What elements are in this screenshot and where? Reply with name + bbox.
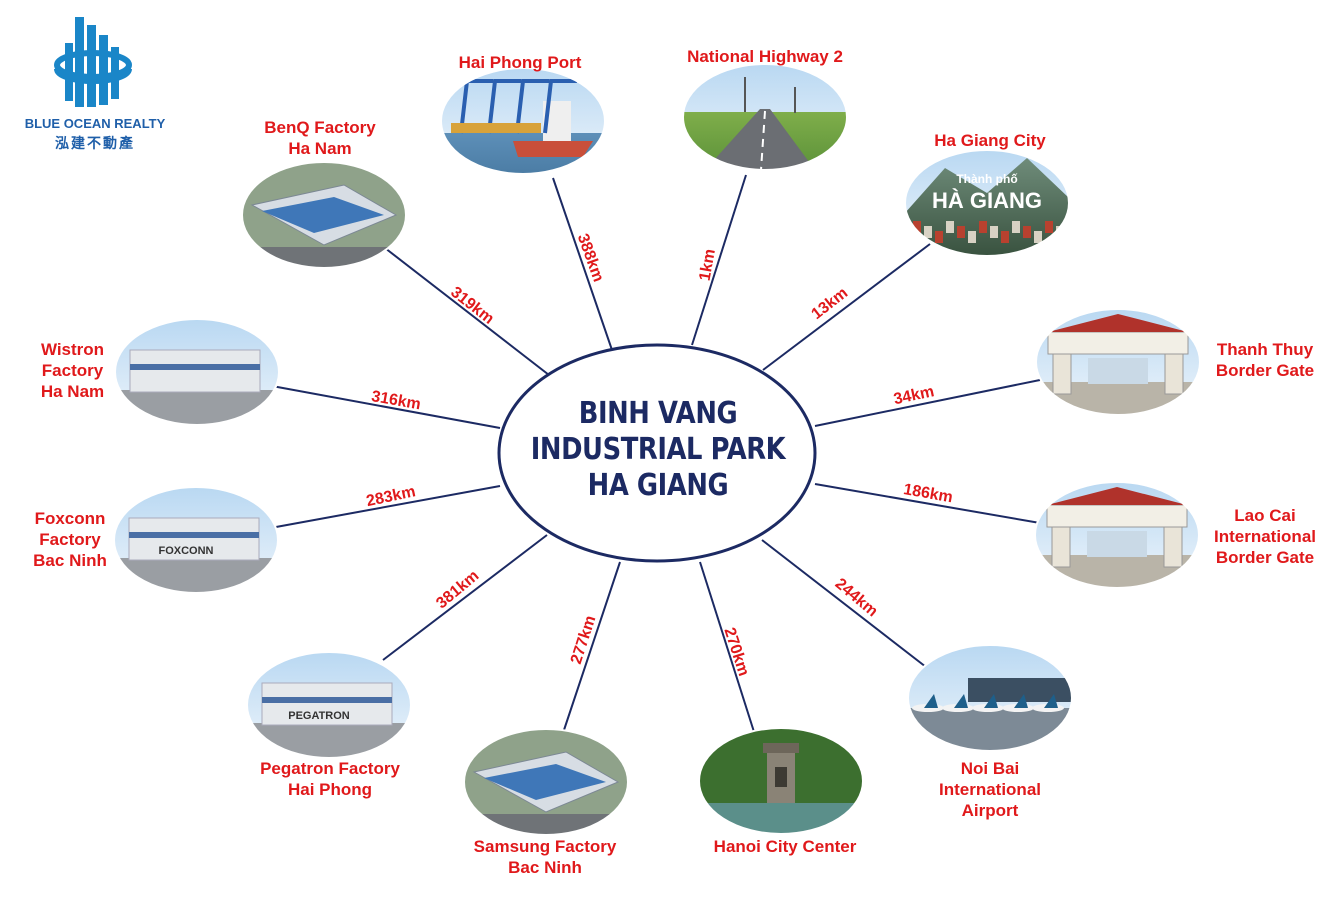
city-photo-ha-giang-city: Thành phố HÀ GIANG [904, 149, 1070, 257]
center-ellipse [497, 343, 817, 563]
photo-caption: FOXCONN [159, 545, 214, 557]
building-globe-icon [54, 17, 132, 107]
connector-noi-bai-airport [761, 539, 927, 668]
photo-caption-small: Thành phố [956, 172, 1017, 186]
center-title: BINH VANG INDUSTRIAL PARK HA GIANG [522, 396, 794, 504]
distance-label-hanoi-city-center: 270km [720, 626, 752, 679]
distance-label-ha-giang-city: 13km [808, 284, 851, 323]
connector-lao-cai-border-gate [814, 483, 1041, 524]
distance-label-thanh-thuy-border-gate: 34km [892, 383, 936, 408]
connector-lines [271, 174, 1041, 736]
connector-benq-factory [384, 247, 550, 376]
logo-subtitle: 泓建不動產 [55, 136, 135, 152]
factory-photo-foxconn-factory: FOXCONN [113, 486, 279, 594]
logo-name: BLUE OCEAN REALTY [24, 116, 166, 131]
connector-pegatron-factory [382, 534, 548, 661]
border-gate-photo-thanh-thuy-border-gate [1035, 308, 1201, 416]
node-label-national-highway-2: National Highway 2 [687, 47, 843, 66]
connector-thanh-thuy-border-gate [814, 379, 1041, 427]
factory-photo-pegatron-factory: PEGATRON [246, 651, 412, 759]
container-port-photo-hai-phong-port [440, 67, 606, 175]
distance-label-benq-factory: 319km [447, 284, 497, 328]
photo-caption-big: HÀ GIANG [932, 188, 1042, 213]
connector-foxconn-factory [275, 485, 501, 528]
node-label-hanoi-city-center: Hanoi City Center [713, 837, 857, 856]
center-title-line-2: INDUSTRIAL PARK [530, 432, 786, 467]
center-title-line-3: HA GIANG [587, 468, 729, 503]
node-label-lao-cai-border-gate: Lao Cai International Border Gate [1213, 506, 1316, 567]
node-label-wistron-factory: Wistron Factory Ha Nam [40, 340, 105, 401]
highway-photo-national-highway-2 [682, 63, 848, 171]
node-label-noi-bai-airport: Noi Bai International Airport [938, 759, 1041, 820]
border-gate-photo-lao-cai-border-gate [1034, 481, 1200, 589]
connector-wistron-factory [271, 385, 501, 429]
node-label-samsung-factory: Samsung Factory Bac Ninh [473, 837, 617, 877]
location-photos: Thành phố HÀ GIANG PEGATRON FOXCONN [113, 63, 1201, 836]
photo-caption: PEGATRON [288, 710, 350, 722]
connector-national-highway-2 [691, 174, 747, 346]
connector-hanoi-city-center [699, 561, 756, 736]
connector-hai-phong-port [552, 177, 613, 351]
connector-ha-giang-city [762, 243, 931, 371]
node-label-hai-phong-port: Hai Phong Port [458, 53, 582, 72]
airport-photo-noi-bai-airport [907, 644, 1073, 752]
node-label-benq-factory: BenQ Factory Ha Nam [264, 118, 376, 158]
node-label-thanh-thuy-border-gate: Thanh Thuy Border Gate [1215, 340, 1315, 380]
node-label-foxconn-factory: Foxconn Factory Bac Ninh [33, 509, 107, 570]
tower-lake-photo-hanoi-city-center [698, 727, 864, 835]
center-title-line-1: BINH VANG [578, 396, 738, 431]
factory-aerial-photo-benq-factory [241, 161, 407, 269]
factory-aerial-photo-samsung-factory [463, 728, 629, 836]
distance-label-national-highway-2: 1km [697, 248, 719, 282]
factory-photo-wistron-factory [114, 318, 280, 426]
node-label-ha-giang-city: Ha Giang City [934, 131, 1046, 150]
node-label-pegatron-factory: Pegatron Factory Hai Phong [260, 759, 400, 799]
connector-samsung-factory [562, 561, 621, 734]
distance-label-hai-phong-port: 388km [574, 232, 607, 285]
